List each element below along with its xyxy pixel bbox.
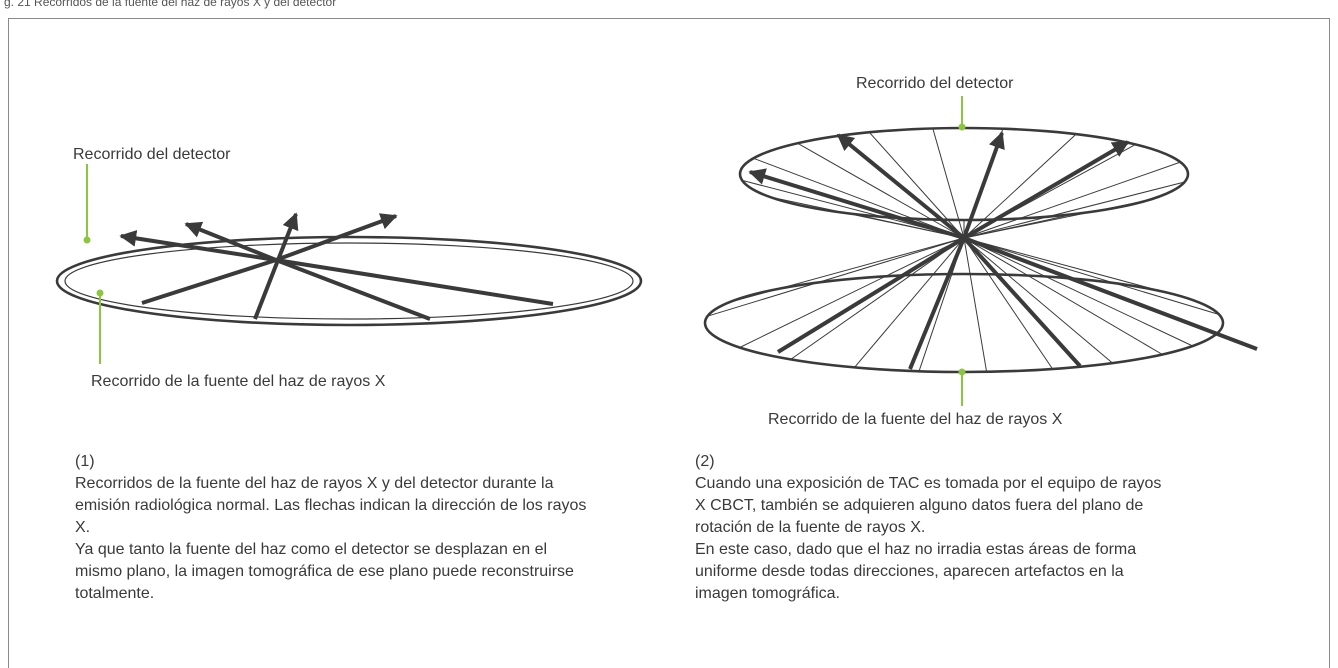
source-path-ellipse: [703, 272, 1225, 374]
fig2-number: (2): [695, 453, 715, 470]
upper-fan-line: [797, 142, 965, 239]
xray-beam-line: [141, 258, 277, 305]
xray-beam-line: [275, 258, 431, 321]
xray-arrow-line: [119, 230, 277, 262]
xray-arrow-line: [962, 140, 1130, 240]
detector-path-ellipse-inner: [64, 242, 634, 320]
lower-fan-line: [963, 237, 1220, 315]
fig2-description: (2) Cuando una exposición de TAC es toma…: [695, 451, 1165, 605]
upper-fan-line: [963, 181, 1185, 239]
fig1-description: (1) Recorridos de la fuente del haz de r…: [75, 451, 595, 605]
xray-arrow-line: [275, 213, 398, 262]
lower-fan-line: [707, 237, 965, 317]
fig1-detector-path-label: Recorrido del detector: [73, 146, 231, 163]
xray-arrow-line: [962, 131, 1005, 239]
upper-fan-line: [963, 213, 1077, 239]
xray-beam-line: [963, 236, 1258, 351]
lower-fan-line: [739, 237, 965, 348]
xray-arrow-line: [253, 212, 299, 320]
figure-1-diagram: [55, 164, 643, 364]
xray-beam-line: [776, 236, 966, 354]
fig1-source-path-label: Recorrido de la fuente del haz de rayos …: [91, 373, 386, 390]
upper-fan-lines: [742, 128, 1185, 239]
lower-fan-line: [963, 237, 1193, 347]
upper-fan-line: [963, 161, 1181, 239]
fig2-paragraph-1: Cuando una exposición de TAC es tomada p…: [695, 475, 1162, 536]
xray-arrow-line: [836, 133, 966, 240]
lower-fan-line: [963, 237, 1054, 370]
fig2-detector-path-label: Recorrido del detector: [856, 75, 1014, 92]
xray-arrow-line: [748, 168, 965, 240]
fig2-paragraph-2: En este caso, dado que el haz no irradia…: [695, 541, 1137, 602]
lower-fan-line: [854, 237, 965, 368]
upper-fan-line: [963, 133, 1077, 239]
source-leader-dot: [96, 289, 104, 297]
fig1-number: (1): [75, 453, 95, 470]
upper-fan-line: [769, 196, 965, 239]
detector-path-ellipse-outer: [55, 235, 643, 327]
xray-beam-line: [908, 237, 966, 370]
lower-fan-line: [790, 237, 965, 360]
figure-2-diagram: [703, 96, 1258, 406]
xray-beam-line: [962, 236, 1082, 368]
lower-fan-line: [963, 237, 1113, 364]
lower-fan-line: [963, 237, 988, 372]
fig1-paragraph-1: Recorridos de la fuente del haz de rayos…: [75, 475, 587, 536]
upper-fan-line: [868, 131, 965, 239]
xray-beam-line: [275, 258, 554, 306]
xray-arrow-line: [184, 221, 277, 262]
fig2-source-path-label: Recorrido de la fuente del haz de rayos …: [768, 411, 1063, 428]
lower-fan-line: [963, 237, 1189, 299]
top-caption: g. 21 Recorridos de la fuente del haz de…: [4, 0, 337, 9]
lower-fan-line: [963, 237, 1163, 355]
figure-frame: [8, 18, 1330, 668]
detector-leader-dot: [83, 236, 91, 244]
upper-fan-line: [932, 128, 965, 239]
fig1-paragraph-2: Ya que tanto la fuente del haz como el d…: [75, 541, 574, 602]
upper-fan-line: [753, 157, 965, 239]
detector-leader-dot: [958, 123, 966, 131]
lower-fan-line: [729, 237, 965, 303]
source-leader-dot: [958, 368, 966, 376]
